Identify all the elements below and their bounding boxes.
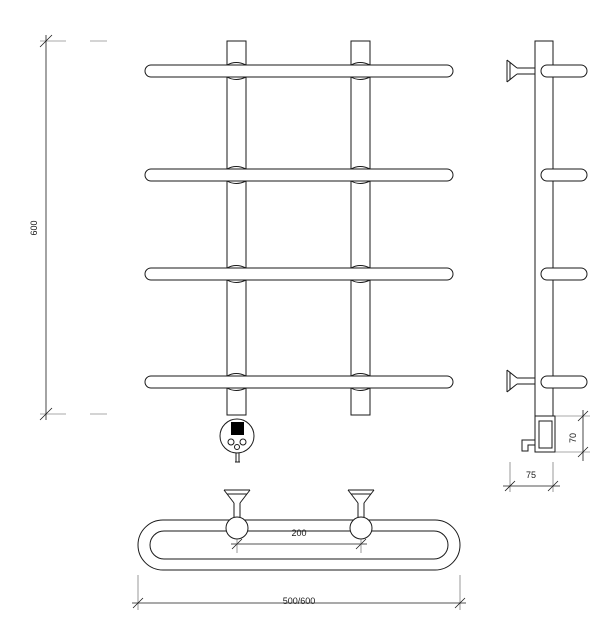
height-dimension: 600: [29, 34, 107, 421]
side-connector: [521, 415, 556, 453]
heater-control-knob: [219, 418, 255, 454]
heater-display-icon: [231, 422, 244, 435]
side-wall-bracket-top: [506, 59, 535, 83]
side-bar-stub-4: [540, 375, 588, 389]
connector-height-label: 70: [568, 433, 578, 443]
vertical-pipe-right: [350, 40, 371, 416]
top-pipe-right: [349, 516, 373, 540]
side-bar-stub-3: [540, 267, 588, 281]
top-bracket-left: [223, 489, 251, 540]
heater-button-right: [239, 438, 247, 446]
front-view: 600: [29, 34, 454, 463]
side-view: 70 75: [503, 40, 590, 492]
horizontal-bar-2: [144, 168, 454, 182]
horizontal-bar-4: [144, 375, 454, 389]
top-view: 200 500/600: [132, 489, 466, 610]
spacing-dimension-label: 200: [291, 528, 306, 538]
top-loop-outer: [137, 519, 461, 571]
horizontal-bar-1: [144, 64, 454, 78]
connector-height-dimension: 70: [555, 410, 590, 461]
top-loop-inner: [149, 530, 449, 560]
spacing-dimension: 200: [231, 528, 367, 553]
heater-button-mid: [234, 444, 240, 450]
side-wall-bracket-bottom: [506, 369, 535, 393]
side-vertical-pipe: [534, 40, 554, 417]
depth-dimension: 75: [503, 462, 560, 492]
top-bracket-right: [347, 489, 375, 540]
horizontal-bar-3: [144, 267, 454, 281]
side-bar-stub-2: [540, 168, 588, 182]
width-dimension-label: 500/600: [283, 596, 316, 606]
vertical-pipe-left: [226, 40, 247, 416]
width-dimension: 500/600: [132, 575, 466, 610]
top-pipe-left: [225, 516, 249, 540]
height-dimension-label: 600: [29, 220, 39, 235]
pipe-joint-lines: [226, 62, 371, 391]
depth-dimension-label: 75: [526, 470, 536, 480]
side-bar-stub-1: [540, 64, 588, 78]
heating-element: [219, 418, 255, 463]
heater-button-left: [227, 438, 235, 446]
